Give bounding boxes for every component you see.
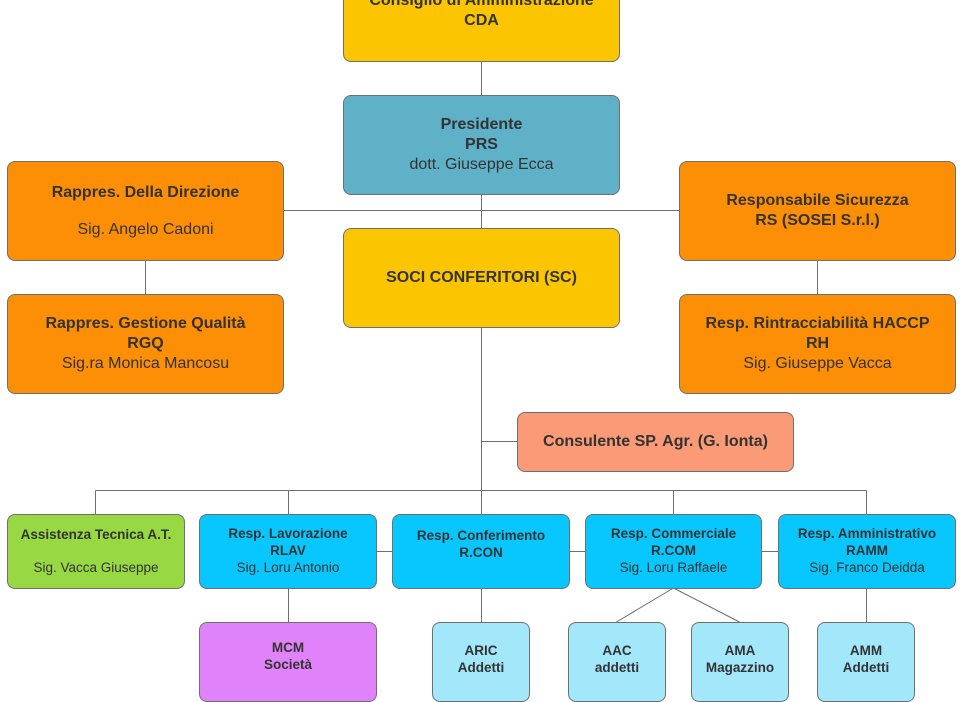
node-resp-lavorazione-name: Sig. Loru Antonio (236, 559, 340, 575)
node-soci-conferitori-title: SOCI CONFERITORI (SC) (386, 269, 577, 286)
node-resp-commerciale-title: Resp. Commerciale (610, 526, 737, 542)
node-rappres-qualita: Rappres. Gestione Qualità RGQ Sig.ra Mon… (7, 294, 284, 394)
node-amm: AMM Addetti (817, 622, 915, 702)
node-assistenza-tecnica: Assistenza Tecnica A.T. Sig. Vacca Giuse… (7, 514, 185, 589)
node-resp-rintracciabilita-code: RH (805, 335, 830, 352)
node-soci-conferitori: SOCI CONFERITORI (SC) (343, 228, 620, 328)
node-assistenza-tecnica-title: Assistenza Tecnica A.T. (20, 526, 172, 542)
node-cda: Consiglio di Amministrazione CDA (343, 0, 620, 62)
node-presidente: Presidente PRS dott. Giuseppe Ecca (343, 95, 620, 195)
node-resp-commerciale-name: Sig. Loru Raffaele (619, 559, 728, 575)
node-resp-sicurezza-title: Responsabile Sicurezza (726, 192, 909, 209)
node-aric-line2: Addetti (457, 659, 505, 675)
node-cda-code: CDA (464, 12, 499, 29)
node-consulente-title: Consulente SP. Agr. (G. Ionta) (543, 433, 768, 450)
node-resp-conferimento-code: R.CON (459, 544, 503, 560)
node-aric: ARIC Addetti (432, 622, 530, 702)
node-rappres-direzione: Rappres. Della Direzione Sig. Angelo Cad… (7, 161, 284, 261)
node-ama-line1: AMA (724, 643, 756, 658)
node-amm-line2: Addetti (842, 659, 890, 675)
node-resp-lavorazione-code: RLAV (270, 543, 306, 559)
node-resp-amministrativo: Resp. Amministrativo RAMM Sig. Franco De… (778, 514, 956, 589)
node-resp-conferimento: Resp. Conferimento R.CON (392, 514, 570, 589)
connector-lines (95, 62, 867, 623)
node-resp-rintracciabilita: Resp. Rintracciabilità HACCP RH Sig. Giu… (679, 294, 956, 394)
node-assistenza-tecnica-name: Sig. Vacca Giuseppe (33, 559, 159, 575)
node-resp-lavorazione: Resp. Lavorazione RLAV Sig. Loru Antonio (199, 514, 377, 589)
node-resp-commerciale-code: R.COM (651, 543, 696, 559)
node-rappres-direzione-name: Sig. Angelo Cadoni (77, 220, 214, 238)
node-resp-commerciale: Resp. Commerciale R.COM Sig. Loru Raffae… (585, 514, 762, 589)
node-presidente-title: Presidente (440, 116, 523, 133)
node-ama-line2: Magazzino (705, 659, 775, 675)
node-rappres-qualita-code: RGQ (127, 335, 164, 352)
node-resp-sicurezza-code: RS (SOSEI S.r.l.) (755, 212, 880, 229)
node-resp-lavorazione-title: Resp. Lavorazione (228, 526, 348, 542)
node-resp-amministrativo-name: Sig. Franco Deidda (809, 559, 925, 575)
node-presidente-name: dott. Giuseppe Ecca (409, 156, 554, 173)
node-resp-rintracciabilita-title: Resp. Rintracciabilità HACCP (705, 315, 930, 332)
node-mcm-line2: Società (263, 656, 313, 672)
node-mcm-line1: MCM (271, 640, 305, 655)
node-ama: AMA Magazzino (691, 622, 789, 702)
node-mcm: MCM Società (199, 622, 377, 702)
node-aac: AAC addetti (568, 622, 666, 702)
node-aac-line1: AAC (602, 643, 632, 658)
node-aric-line1: ARIC (464, 643, 498, 658)
node-aac-line2: addetti (594, 659, 640, 675)
connector-rcom-ama (673, 587, 740, 623)
node-presidente-code: PRS (465, 136, 498, 153)
node-rappres-direzione-title: Rappres. Della Direzione (51, 183, 240, 201)
connector-rcom-aac (616, 587, 674, 623)
node-resp-rintracciabilita-name: Sig. Giuseppe Vacca (743, 355, 892, 372)
node-resp-conferimento-title: Resp. Conferimento (416, 528, 546, 543)
node-resp-amministrativo-code: RAMM (846, 543, 888, 559)
node-rappres-qualita-title: Rappres. Gestione Qualità (45, 315, 246, 332)
node-amm-line1: AMM (849, 643, 883, 658)
node-consulente: Consulente SP. Agr. (G. Ionta) (517, 412, 794, 472)
node-resp-amministrativo-title: Resp. Amministrativo (797, 526, 937, 542)
node-rappres-qualita-name: Sig.ra Monica Mancosu (61, 355, 230, 372)
node-resp-sicurezza: Responsabile Sicurezza RS (SOSEI S.r.l.) (679, 161, 956, 261)
node-cda-title: Consiglio di Amministrazione (369, 0, 594, 9)
